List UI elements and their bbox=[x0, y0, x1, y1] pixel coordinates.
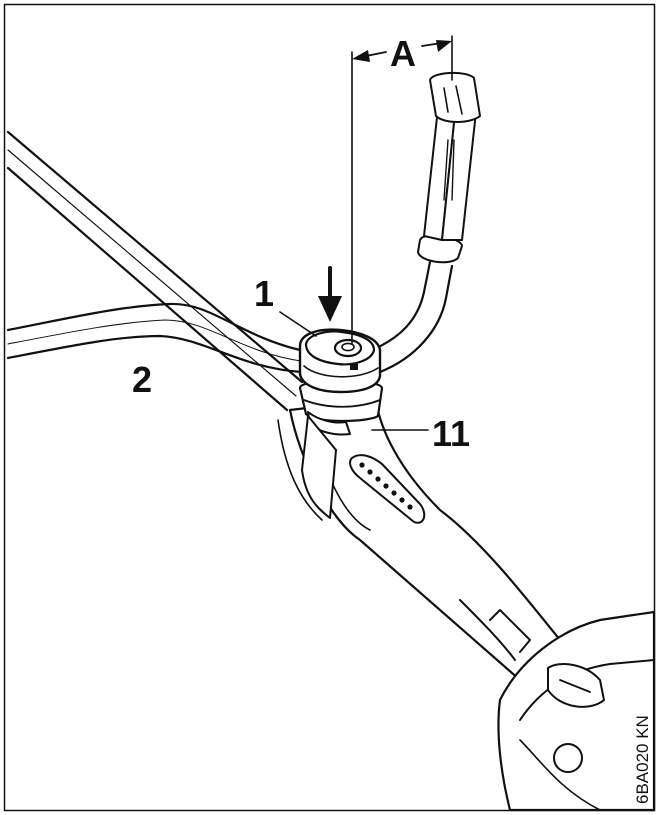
leader-line-1 bbox=[279, 311, 317, 337]
callout-label-11: 11 bbox=[432, 413, 470, 454]
handlebar-left-2 bbox=[6, 302, 304, 374]
dimension-a-marker bbox=[351, 35, 453, 345]
drive-tube bbox=[6, 130, 304, 412]
figure-code: 6BA020 KN bbox=[633, 715, 652, 804]
callout-label-2: 2 bbox=[132, 359, 152, 400]
callout-label-1: 1 bbox=[254, 273, 274, 314]
engine-knob bbox=[553, 743, 583, 773]
screw-head bbox=[333, 338, 363, 358]
press-arrow bbox=[318, 266, 342, 322]
vent-dots bbox=[359, 462, 413, 510]
handlebar-right bbox=[370, 72, 481, 374]
dimension-a-label: A bbox=[390, 33, 416, 74]
clamp-screw-1 bbox=[298, 328, 382, 394]
engine-housing bbox=[497, 610, 656, 812]
